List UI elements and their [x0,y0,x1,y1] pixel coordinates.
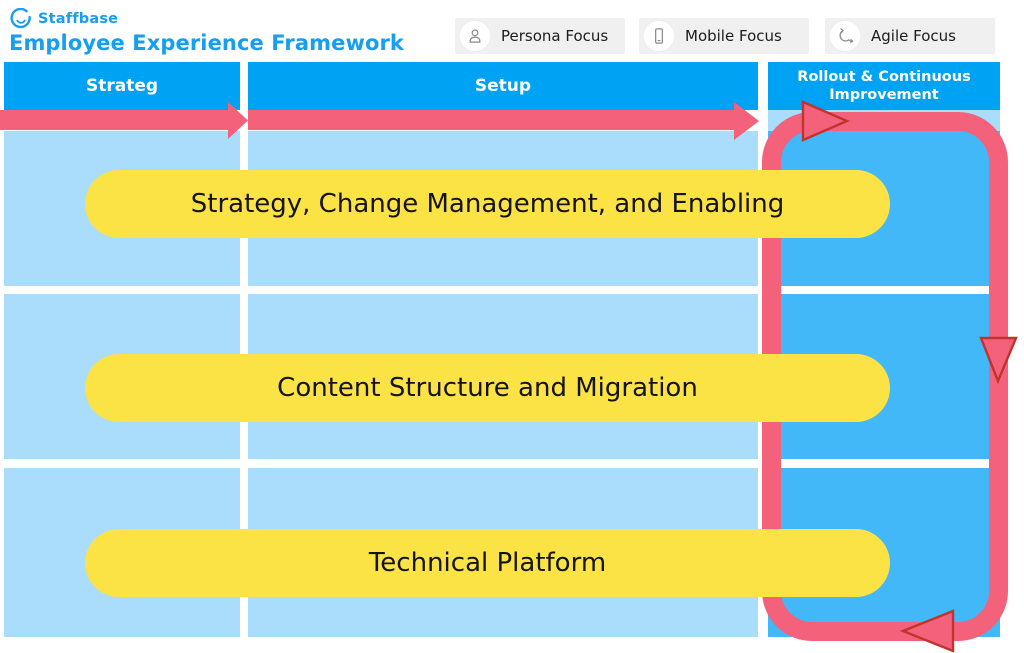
persona-focus-button[interactable]: Persona Focus [455,18,625,54]
row-pill-strategy-change-management: Strategy, Change Management, and Enablin… [85,170,890,238]
flow-band-strategy [0,110,228,130]
mobile-focus-button[interactable]: Mobile Focus [639,18,809,54]
column-header-strategy-label: Strateg [85,76,159,96]
staffbase-logo: Staffbase [10,8,118,30]
row-pill-2-label: Content Structure and Migration [277,373,698,403]
persona-focus-label: Persona Focus [501,27,609,45]
page-title: Employee Experience Framework [9,31,404,55]
staffbase-logo-text: Staffbase [38,11,119,27]
column-header-rollout: Rollout & Continuous Improvement [768,62,1000,110]
row-pill-technical-platform: Technical Platform [85,529,890,597]
column-header-rollout-label: Rollout & Continuous Improvement [797,68,971,103]
mobile-phone-icon [644,21,674,51]
column-header-setup: Setup [248,62,758,110]
row-pill-1-label: Strategy, Change Management, and Enablin… [190,189,785,219]
staffbase-logo-icon [10,8,31,29]
column-header-strategy: Strateg [4,62,240,110]
agile-focus-button[interactable]: Agile Focus [825,18,995,54]
mobile-focus-label: Mobile Focus [685,27,782,45]
agile-focus-label: Agile Focus [871,27,956,45]
row-pill-3-label: Technical Platform [368,548,607,578]
column-header-setup-label: Setup [474,76,532,96]
row-pill-content-structure: Content Structure and Migration [85,354,890,422]
person-icon [460,21,490,51]
flow-band-setup [248,110,734,130]
agile-cycle-icon [830,21,860,51]
